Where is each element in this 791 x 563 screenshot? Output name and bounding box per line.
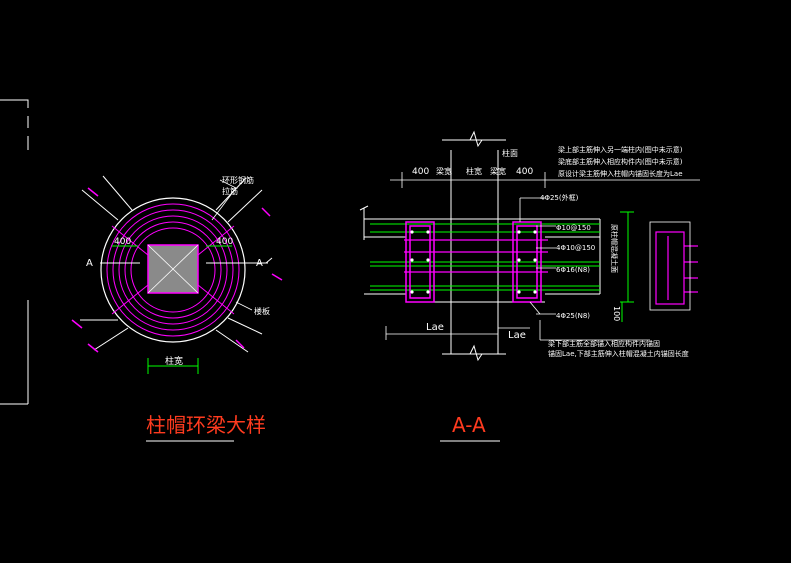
section-ring-bars	[404, 239, 548, 273]
ring-leader	[211, 179, 237, 221]
section-rebar-4: 6Φ16(N8)	[556, 266, 590, 274]
plan-outer-circle	[100, 197, 246, 343]
diagonal-beams	[80, 175, 263, 353]
side-detail-outline	[649, 221, 691, 311]
section-rebar-2: Φ10@150	[556, 224, 591, 232]
section-rebar-1: 4Φ25(外框)	[540, 193, 579, 202]
side-stirrup-detail	[655, 231, 698, 305]
stirrup-cage-right	[512, 221, 542, 303]
beam-end-ticks	[71, 187, 283, 353]
section-top-dims	[390, 172, 700, 188]
section-note-top-1: 梁上部主筋伸入另一端柱内(图中未示意)	[558, 145, 683, 154]
radial-bars	[111, 225, 235, 315]
section-note-bottom-1: 梁下部主筋全部锚入相应构件内锚固	[548, 339, 660, 348]
section-rebar-5: 4Φ25(N8)	[556, 312, 590, 320]
section-lae-right: Lae	[508, 330, 526, 341]
plan-title: 柱帽环梁大样	[146, 413, 266, 437]
section-leaders	[519, 197, 650, 341]
section-top-label: 柱面	[502, 148, 518, 158]
section-detail: 400 梁宽 柱宽 梁宽 400 柱面 梁上部主筋伸入另一端柱内(图中未示意) …	[359, 130, 700, 442]
section-main-rebars	[370, 223, 600, 291]
plan-detail: 环形钢筋 拉筋 400 400 A A 楼板 柱宽 柱帽环梁大样	[71, 175, 283, 442]
plan-section-mark-left: A	[86, 258, 93, 269]
section-dim-a: 400	[412, 167, 429, 177]
section-beams	[359, 205, 601, 303]
plan-width-label: 柱宽	[165, 355, 183, 367]
plan-dim-lines	[112, 245, 232, 374]
section-dim-bottom: 100	[612, 306, 621, 321]
section-right-dims	[620, 211, 634, 322]
plan-dim-right: 400	[216, 237, 233, 247]
left-edge-bracket	[0, 99, 29, 405]
plan-bar-label: 拉筋	[222, 186, 238, 196]
section-dim-label-a: 梁宽	[436, 166, 452, 176]
lae-dims	[385, 326, 530, 340]
section-note-bottom-2: 锚固Lae,下部主筋伸入柱帽混凝土内锚固长度	[548, 349, 689, 358]
section-note-top-3: 原设计梁主筋伸入柱帽内锚固长度为Lae	[558, 169, 683, 178]
plan-section-mark-right: A	[256, 258, 263, 269]
section-dim-c: 400	[516, 167, 533, 177]
plan-slab-label: 楼板	[254, 306, 270, 316]
section-title: A-A	[452, 413, 486, 437]
section-side-label: 原柱帽混凝土面	[610, 224, 619, 273]
ring-rebars	[106, 203, 240, 337]
stirrup-cage-left	[405, 221, 435, 303]
section-rebar-3: 4Φ10@150	[556, 244, 595, 252]
section-note-top-2: 梁底部主筋伸入相应构件内(图中未示意)	[558, 157, 683, 166]
section-lae-left: Lae	[426, 322, 444, 333]
plan-dim-left: 400	[114, 237, 131, 247]
section-dim-b: 柱宽	[466, 166, 482, 176]
section-dim-label-b: 梁宽	[490, 166, 506, 176]
section-cut-line	[100, 257, 273, 264]
plan-ring-label: 环形钢筋	[222, 175, 254, 185]
cage-dots	[410, 230, 537, 294]
